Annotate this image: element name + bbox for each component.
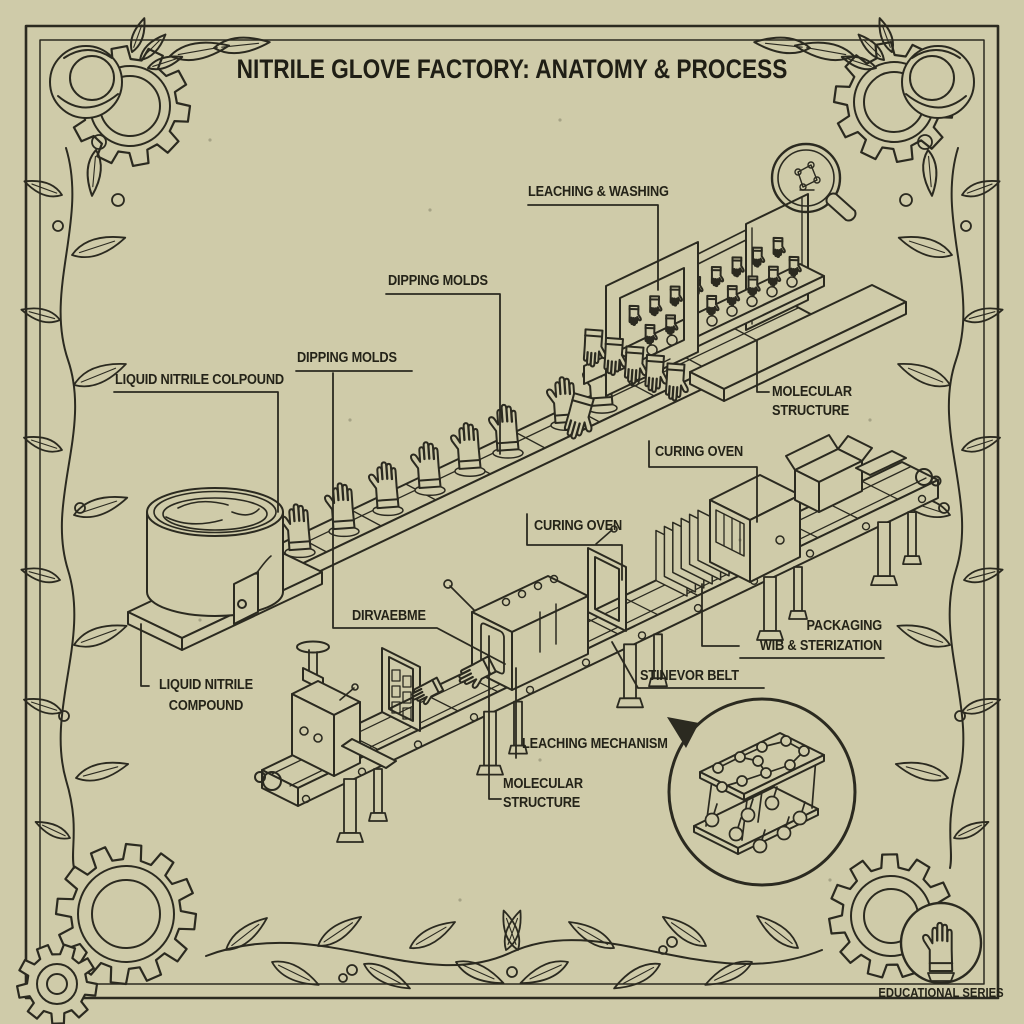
plunger-machine	[291, 640, 361, 777]
label-packaging-sterization: PACKAGING WIB & STERIZATION	[759, 618, 882, 654]
card-frame-machine	[341, 647, 421, 769]
vine-left	[59, 147, 77, 869]
label-dirvaebme: DIRVAEBME	[352, 608, 426, 624]
label-dipping-molds-lower: DIPPING MOLDS	[297, 350, 397, 366]
border-frame	[24, 24, 1000, 1000]
page-title: NITRILE GLOVE FACTORY: ANATOMY & PROCESS	[236, 54, 788, 84]
label-liquid-nitrile-colpound: LIQUID NITRILE COLPOUND	[115, 372, 284, 388]
badge-educational-series-text: EDUCATIONAL SERIES	[878, 986, 1004, 1000]
bottom-garland-leaves	[225, 909, 799, 990]
molecule-detail-circle	[667, 697, 857, 887]
corner-gears-bottom-left	[16, 842, 198, 1024]
label-molecular-structure-bottom: MOLECULAR STRUCTURE	[503, 776, 583, 811]
label-leaching-washing: LEACHING & WASHING	[528, 184, 669, 200]
liquid-nitrile-vat	[127, 487, 323, 651]
vine-right	[947, 147, 965, 869]
label-stinevor-belt: STINEVOR BELT	[640, 668, 739, 684]
label-dipping-molds-upper: DIPPING MOLDS	[388, 273, 488, 289]
label-leaching-mechanism: LEACHING MECHANISM	[522, 736, 668, 752]
output-shelf	[689, 284, 907, 402]
conveyor-legs	[336, 511, 922, 843]
label-liquid-nitrile-compound: LIQUID NITRILE COMPOUND	[159, 677, 253, 714]
educational-badge	[899, 901, 983, 985]
corner-gear-flower-top-right	[832, 41, 975, 163]
portal-frame-machine	[587, 525, 627, 632]
packaging-machine	[709, 474, 801, 583]
vine-left-leaves	[20, 180, 130, 840]
label-molecular-structure-right: MOLECULAR STRUCTURE	[772, 384, 852, 419]
leaching-oven	[409, 574, 589, 709]
paper-specks	[198, 118, 872, 902]
label-curing-oven-left: CURING OVEN	[534, 518, 623, 534]
berries	[52, 134, 972, 983]
leaching-washing-machine	[561, 193, 825, 444]
corner-leaves-top-left	[86, 17, 271, 197]
leader-lines	[113, 204, 885, 800]
carton-box	[785, 434, 907, 513]
label-curing-oven-right: CURING OVEN	[655, 444, 744, 460]
bottom-garland	[205, 939, 823, 967]
corner-leaves-top-right	[753, 17, 938, 197]
magnifier-icon	[770, 142, 857, 222]
